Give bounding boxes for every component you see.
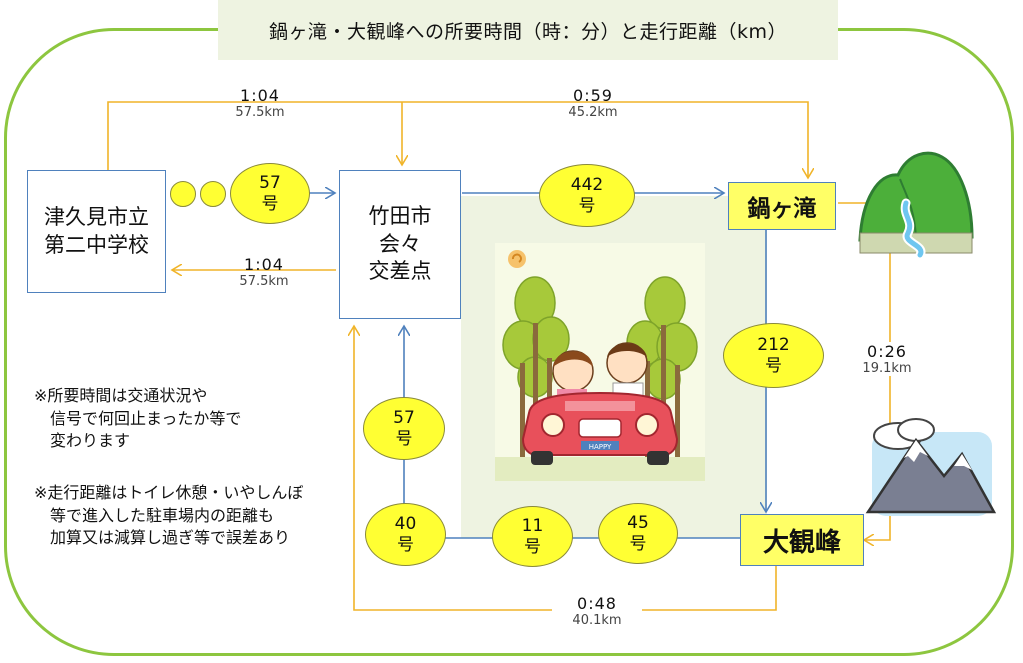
route-40: 40 号 — [365, 503, 446, 566]
license-plate-text: HAPPY — [589, 443, 612, 451]
car-illustration-svg: HAPPY — [495, 250, 705, 481]
route-212: 212 号 — [723, 323, 824, 388]
connector-dot — [170, 181, 196, 207]
dest-daikanbo: 大観峰 — [740, 514, 864, 566]
route-442: 442 号 — [539, 164, 635, 227]
time-text: 0:59 — [573, 86, 613, 105]
route-57-top: 57 号 — [230, 163, 310, 224]
time-text: 1:04 — [240, 86, 280, 105]
label-nabe-daikan: 0:26 19.1km — [842, 342, 932, 376]
diagram-title: 鍋ヶ滝・大観峰への所要時間（時：分）と走行距離（km） — [218, 0, 838, 60]
node-junction: 竹田市 会々 交差点 — [339, 170, 461, 319]
note-time: ※所要時間は交通状況や 信号で何回止まったか等で 変わります — [34, 386, 242, 451]
distance-text: 57.5km — [235, 105, 285, 120]
label-junction-nabe: 0:59 45.2km — [548, 86, 638, 120]
couple-car-illustration: HAPPY — [495, 243, 705, 481]
route-45: 45 号 — [598, 503, 678, 564]
snowy-mountain-icon — [865, 418, 997, 516]
distance-text: 57.5km — [239, 274, 289, 289]
label-daikan-junction: 0:48 40.1km — [552, 594, 642, 628]
time-text: 1:04 — [244, 255, 284, 274]
connector-dot — [200, 181, 226, 207]
label-school-nabe: 1:04 57.5km — [215, 86, 305, 120]
distance-text: 40.1km — [572, 613, 622, 628]
route-11: 11 号 — [492, 506, 573, 567]
route-57-left: 57 号 — [363, 397, 445, 460]
time-text: 0:26 — [867, 342, 907, 361]
note-distance: ※走行距離はトイレ休憩・いやしんぼ 等で進入した駐車場内の距離も 加算又は減算し… — [34, 483, 304, 548]
time-text: 0:48 — [577, 594, 617, 613]
time-line-school-nabe — [107, 101, 808, 178]
label-junction-school: 1:04 57.5km — [219, 255, 309, 289]
node-school: 津久見市立 第二中学校 — [27, 170, 166, 293]
mountain-waterfall-icon — [858, 151, 974, 260]
distance-text: 19.1km — [862, 361, 912, 376]
dest-nabegataki: 鍋ヶ滝 — [728, 182, 836, 230]
distance-text: 45.2km — [568, 105, 618, 120]
